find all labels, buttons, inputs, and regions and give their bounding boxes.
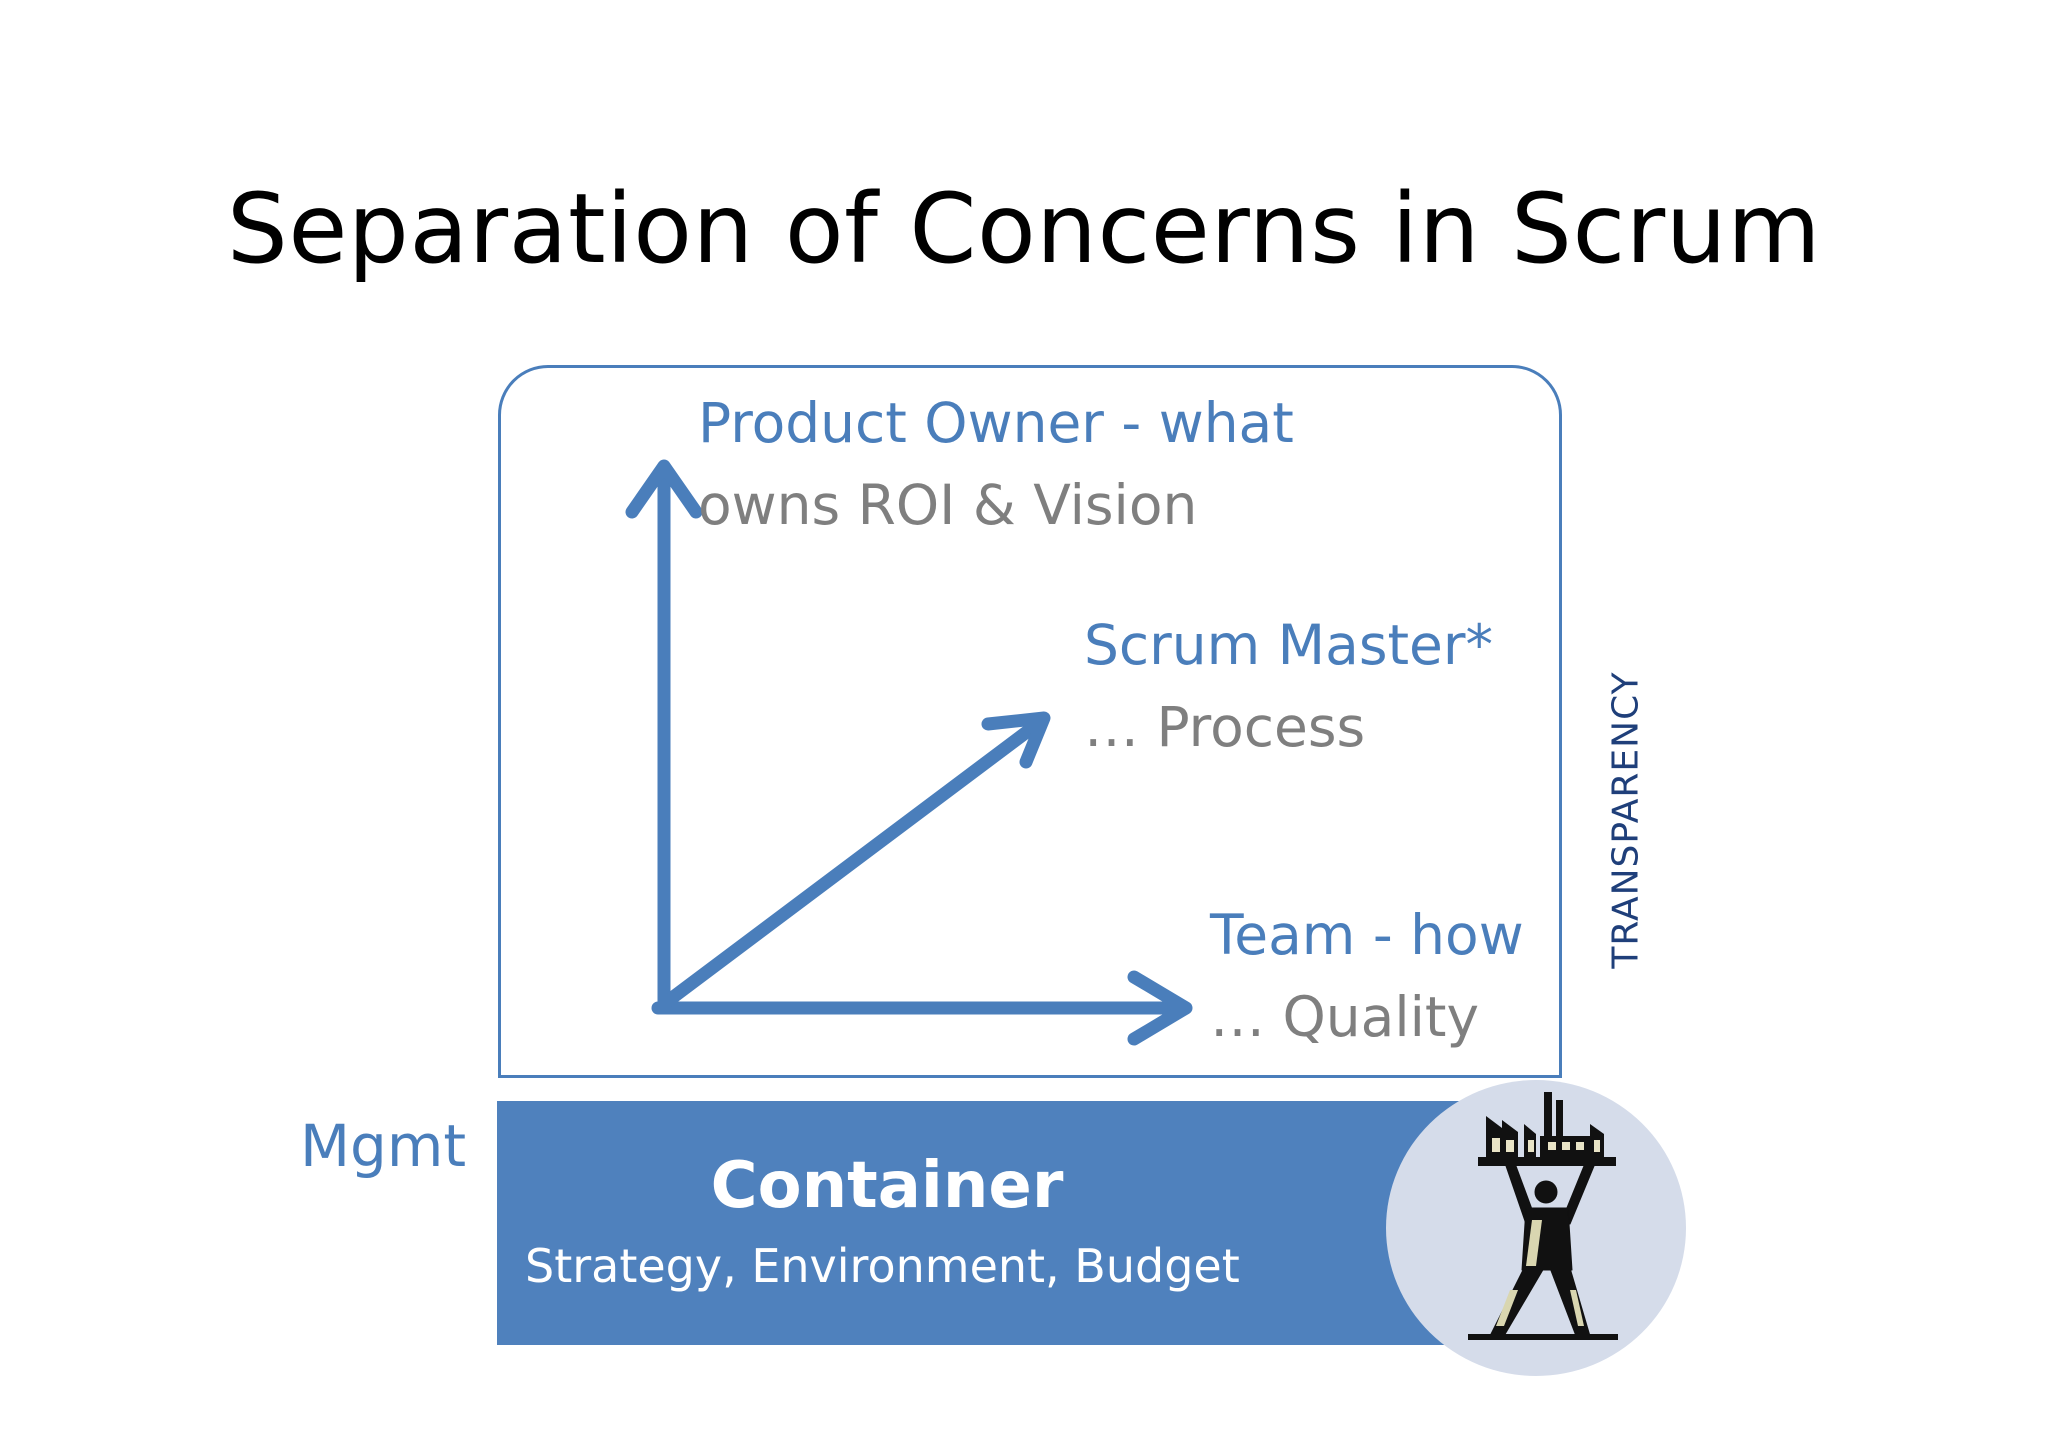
- product-owner-label: Product Owner - what: [698, 391, 1294, 455]
- team-label: Team - how: [1210, 903, 1524, 967]
- team-detail: … Quality: [1210, 985, 1480, 1049]
- container-detail: Strategy, Environment, Budget: [525, 1239, 1240, 1293]
- slide-title: Separation of Concerns in Scrum: [226, 173, 1822, 285]
- container-bar: Container Strategy, Environment, Budget: [497, 1101, 1507, 1345]
- mgmt-label: Mgmt: [300, 1112, 467, 1180]
- scrum-master-detail: … Process: [1084, 695, 1366, 759]
- atlas-carrying-factory-icon: [1386, 1080, 1686, 1376]
- scrum-master-label: Scrum Master*: [1084, 613, 1494, 677]
- container-title: Container: [710, 1149, 1064, 1223]
- transparency-label: TRANSPARENCY: [1605, 671, 1647, 969]
- product-owner-detail: owns ROI & Vision: [698, 473, 1198, 537]
- scrum-roles-frame: [498, 365, 1562, 1078]
